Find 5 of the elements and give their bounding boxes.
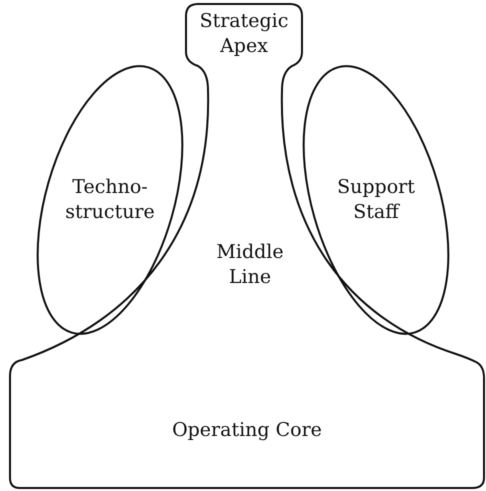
node-label: Techno-structure xyxy=(64,175,156,225)
node-label: Strategic Apex xyxy=(198,9,290,59)
node-label: Support Staff xyxy=(336,175,416,225)
node-label: Middle Line xyxy=(215,240,285,290)
node-label: Operating Core xyxy=(172,418,322,442)
